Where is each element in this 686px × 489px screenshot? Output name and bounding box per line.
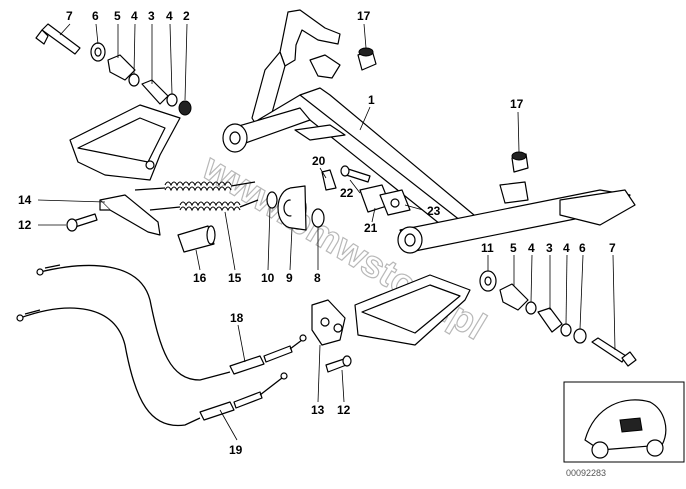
callout-6-top: 6 [92, 9, 99, 23]
callout-18: 18 [230, 311, 244, 325]
callout-21: 21 [364, 221, 378, 235]
top-bolt-assembly[interactable] [35, 23, 192, 116]
callout-1: 1 [368, 93, 375, 107]
cam-disc-part-9[interactable] [277, 185, 307, 231]
callout-11: 11 [481, 241, 494, 255]
callout-8: 8 [314, 271, 321, 285]
rubber-cap-right[interactable] [511, 151, 529, 173]
callout-7-right: 7 [609, 241, 616, 255]
cable-part-18[interactable] [36, 264, 307, 381]
bolt-part-22[interactable] [340, 165, 371, 183]
callout-5-right: 5 [510, 241, 517, 255]
callout-23: 23 [427, 204, 441, 218]
left-foot-pad[interactable] [69, 104, 181, 181]
vehicle-thumbnail [563, 381, 685, 463]
rubber-cap-top[interactable] [357, 47, 377, 71]
callout-3-right: 3 [546, 241, 553, 255]
callout-labels: 7 6 5 4 3 4 2 17 1 17 14 12 20 22 21 23 … [18, 9, 616, 457]
clip-part-20[interactable] [321, 169, 337, 191]
callout-10: 10 [261, 271, 275, 285]
callout-22: 22 [340, 186, 354, 200]
callout-9: 9 [286, 271, 293, 285]
stand-frame-part-1[interactable] [222, 9, 636, 254]
callout-2: 2 [183, 9, 190, 23]
callout-20: 20 [312, 154, 326, 168]
bolt-part-12-left[interactable] [66, 213, 98, 232]
sleeve-part-16[interactable] [177, 225, 216, 253]
switch-part-21[interactable] [359, 184, 411, 216]
callout-16: 16 [193, 271, 207, 285]
callout-12-bottom: 12 [337, 403, 351, 417]
callout-19: 19 [229, 443, 243, 457]
circlip-part-10[interactable] [266, 191, 278, 209]
bracket-part-14[interactable] [99, 194, 161, 236]
callout-5-top: 5 [114, 9, 121, 23]
callout-15: 15 [228, 271, 242, 285]
cable-part-19[interactable] [16, 307, 288, 427]
callout-4a-top: 4 [131, 9, 138, 23]
callout-4b-right: 4 [563, 241, 570, 255]
callout-4a-right: 4 [528, 241, 535, 255]
callout-17-right: 17 [510, 97, 524, 111]
bolt-part-12-bottom[interactable] [325, 355, 352, 373]
callout-4b-top: 4 [166, 9, 173, 23]
washer-part-8[interactable] [311, 208, 325, 228]
leader-lines [37, 23, 616, 441]
callout-12-left: 12 [18, 218, 32, 232]
callout-13: 13 [311, 403, 325, 417]
callout-14: 14 [18, 193, 32, 207]
return-springs-part-15[interactable] [134, 181, 259, 212]
bracket-part-13[interactable] [311, 299, 346, 346]
callout-6-right: 6 [579, 241, 586, 255]
diagram-number: 00092283 [566, 468, 606, 478]
right-foot-pad[interactable] [354, 274, 471, 346]
callout-17-top: 17 [357, 9, 371, 23]
right-bolt-assembly[interactable] [479, 270, 637, 367]
callout-3-top: 3 [148, 9, 155, 23]
callout-7-top: 7 [66, 9, 73, 23]
